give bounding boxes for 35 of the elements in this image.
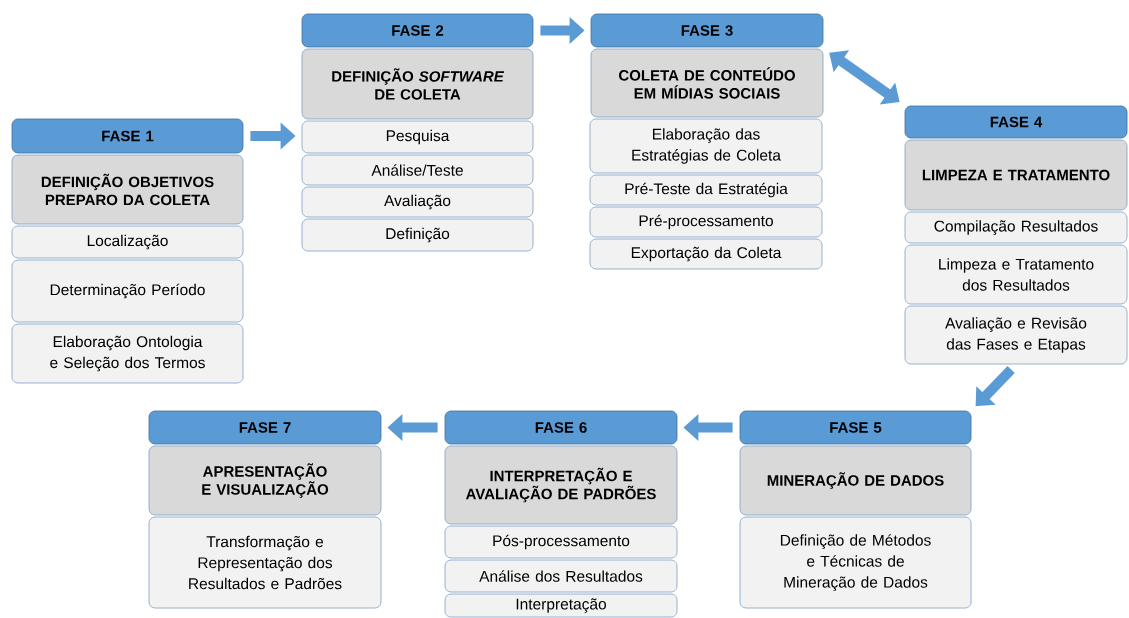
step-box: Definição (301, 218, 534, 252)
phase-title-box: DEFINIÇÃO OBJETIVOS PREPARO DA COLETA (11, 154, 244, 225)
step-box: Elaboração das Estratégias de Coleta (589, 118, 823, 174)
phase-title-box: DEFINIÇÃO SOFTWARE DE COLETA (301, 48, 534, 120)
phase-title-box: COLETA DE CONTEÚDO EM MÍDIAS SOCIAIS (590, 48, 824, 118)
step-box: Elaboração Ontologia e Seleção dos Termos (11, 323, 244, 384)
phase-title-box: APRESENTAÇÃO E VISUALIZAÇÃO (148, 445, 382, 516)
step-box: Pré-Teste da Estratégia (589, 174, 823, 206)
phase-title-box: MINERAÇÃO DE DADOS (739, 445, 972, 516)
phase-title-box: LIMPEZA E TRATAMENTO (904, 139, 1128, 211)
phase-header: FASE 1 (11, 118, 244, 154)
step-box: Avaliação e Revisão das Fases e Etapas (904, 305, 1128, 365)
step-box: Definição de Métodos e Técnicas de Mineração de Dados (739, 516, 972, 609)
step-box: Transformação e Representação dos Resultados e Padrões (148, 516, 382, 609)
phase-title-box: INTERPRETAÇÃO E AVALIAÇÃO DE PADRÕES (444, 445, 678, 525)
step-box: Localização (11, 225, 244, 259)
phase-header: FASE 5 (739, 410, 972, 445)
step-box: Pós-processamento (444, 525, 678, 559)
phase-header: FASE 2 (301, 13, 534, 48)
step-box: Análise/Teste (301, 154, 534, 186)
step-box: Compilação Resultados (904, 211, 1128, 244)
step-box: Determinação Período (11, 259, 244, 323)
step-box: Pesquisa (301, 120, 534, 154)
step-box: Pré-processamento (589, 206, 823, 238)
phase-header: FASE 4 (904, 105, 1128, 139)
block-arrow (975, 365, 1015, 407)
step-box: Análise dos Resultados (444, 559, 678, 593)
phase-header: FASE 6 (444, 410, 678, 445)
step-box: Limpeza e Tratamento dos Resultados (904, 244, 1128, 305)
phase-header: FASE 3 (590, 13, 824, 48)
step-box: Interpretação (444, 593, 678, 618)
phase-header: FASE 7 (148, 410, 382, 445)
step-box: Avaliação (301, 186, 534, 218)
block-arrow (829, 50, 900, 105)
step-box: Exportação da Coleta (589, 238, 823, 270)
